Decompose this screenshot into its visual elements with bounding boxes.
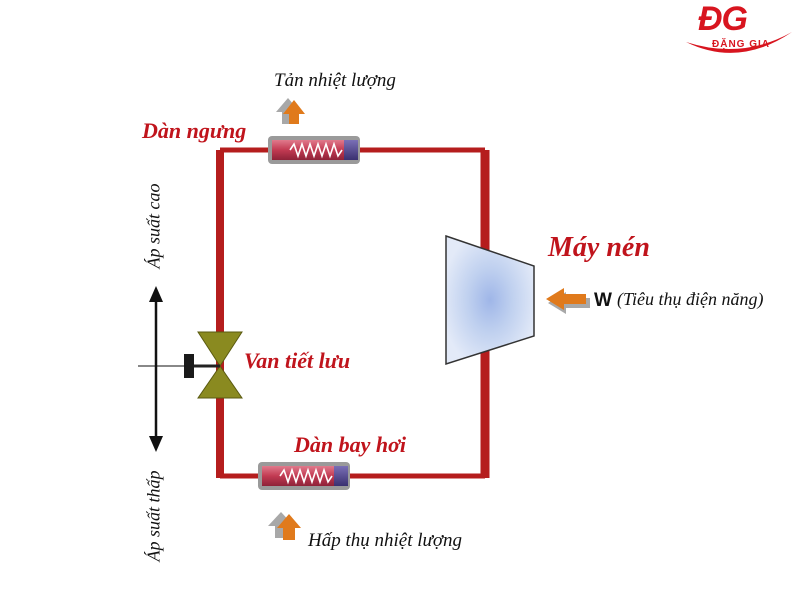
evaporator-label: Dàn bay hơi: [294, 432, 407, 457]
logo-mark: ĐG: [698, 0, 748, 38]
logo: ĐG ĐẶNG GIA: [682, 0, 796, 60]
pressure-axis: [138, 286, 186, 452]
condenser-label: Dàn ngưng: [142, 118, 247, 143]
evaporator-coil: [258, 462, 350, 490]
heat-absorb-label: Hấp thụ nhiệt lượng: [308, 530, 463, 551]
expansion-valve-shape: [184, 331, 243, 399]
work-description: (Tiêu thụ điện năng): [617, 289, 764, 309]
compressor-shape: [445, 234, 535, 366]
heat-release-arrow: [276, 98, 305, 124]
heat-absorb-arrow: [268, 512, 301, 540]
condenser-coil: [268, 136, 360, 164]
logo-emblem: [686, 32, 792, 53]
work-input-arrow: [546, 288, 590, 314]
high-pressure-label: Áp suất cao: [143, 183, 164, 269]
low-pressure-label: Áp suất thấp: [143, 470, 164, 562]
work-symbol: W: [594, 290, 612, 311]
compressor-label: Máy nén: [548, 232, 650, 263]
heat-release-label: Tản nhiệt lượng: [274, 70, 396, 91]
expansion-valve-label: Van tiết lưu: [244, 348, 351, 373]
logo-name: ĐẶNG GIA: [712, 39, 770, 50]
